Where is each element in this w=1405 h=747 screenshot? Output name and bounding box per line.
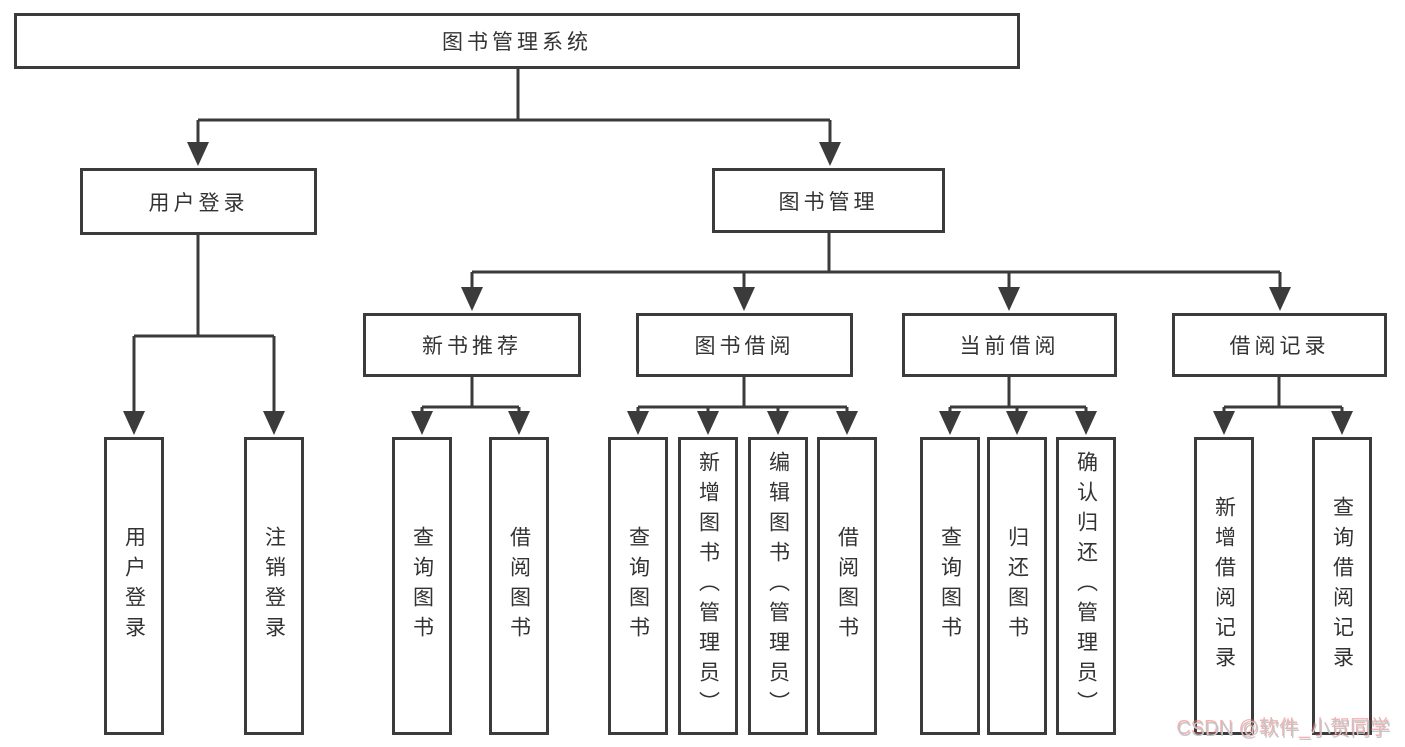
leaf-logout: 注销登录 (244, 437, 304, 735)
leaf-newrec-borrow-books-label: 借阅图书 (507, 526, 531, 646)
csdn-watermark: CSDN @软件_小贺同学 (1177, 719, 1391, 741)
leaf-records-query-borrow-record: 查询借阅记录 (1312, 437, 1372, 735)
leaf-borrow-edit-books-admin: 编辑图书（管理员） (748, 437, 808, 735)
leaf-borrow-borrow-books-label: 借阅图书 (835, 526, 859, 646)
leaf-borrow-borrow-books: 借阅图书 (817, 437, 877, 735)
leaf-borrow-add-books-admin: 新增图书（管理员） (678, 437, 738, 735)
leaf-user-login: 用户登录 (104, 437, 164, 735)
node-new-book-recommend: 新书推荐 (363, 313, 581, 377)
leaf-borrow-add-books-admin-label: 新增图书（管理员） (696, 451, 720, 721)
node-current-borrow-label: 当前借阅 (959, 335, 1060, 358)
leaf-current-query-books-label: 查询图书 (938, 526, 962, 646)
leaf-current-query-books: 查询图书 (920, 437, 980, 735)
node-book-borrow-label: 图书借阅 (694, 335, 795, 358)
leaf-borrow-query-books: 查询图书 (608, 437, 668, 735)
node-root-system: 图书管理系统 (14, 13, 1020, 69)
node-current-borrow: 当前借阅 (902, 313, 1117, 377)
node-book-management: 图书管理 (712, 168, 945, 233)
node-book-borrow: 图书借阅 (636, 313, 853, 377)
node-book-management-label: 图书管理 (778, 190, 879, 214)
node-new-book-recommend-label: 新书推荐 (422, 335, 522, 358)
node-user-login: 用户登录 (80, 168, 317, 235)
leaf-current-return-books-label: 归还图书 (1005, 526, 1029, 646)
node-borrow-records: 借阅记录 (1172, 313, 1387, 377)
leaf-newrec-borrow-books: 借阅图书 (489, 437, 549, 735)
leaf-records-query-borrow-record-label: 查询借阅记录 (1330, 496, 1354, 676)
leaf-borrow-query-books-label: 查询图书 (626, 526, 650, 646)
leaf-user-login-label: 用户登录 (122, 526, 146, 646)
leaf-current-confirm-return-admin-label: 确认归还（管理员） (1074, 451, 1098, 721)
leaf-current-confirm-return-admin: 确认归还（管理员） (1056, 437, 1116, 735)
node-root-system-label: 图书管理系统 (442, 31, 592, 54)
leaf-records-add-borrow-record-label: 新增借阅记录 (1212, 496, 1236, 676)
node-borrow-records-label: 借阅记录 (1229, 335, 1330, 358)
leaf-borrow-edit-books-admin-label: 编辑图书（管理员） (766, 451, 790, 721)
leaf-newrec-query-books-label: 查询图书 (410, 526, 434, 646)
node-user-login-label: 用户登录 (148, 191, 249, 215)
leaf-records-add-borrow-record: 新增借阅记录 (1194, 437, 1254, 735)
leaf-newrec-query-books: 查询图书 (392, 437, 452, 735)
leaf-current-return-books: 归还图书 (987, 437, 1047, 735)
leaf-logout-label: 注销登录 (262, 526, 286, 646)
